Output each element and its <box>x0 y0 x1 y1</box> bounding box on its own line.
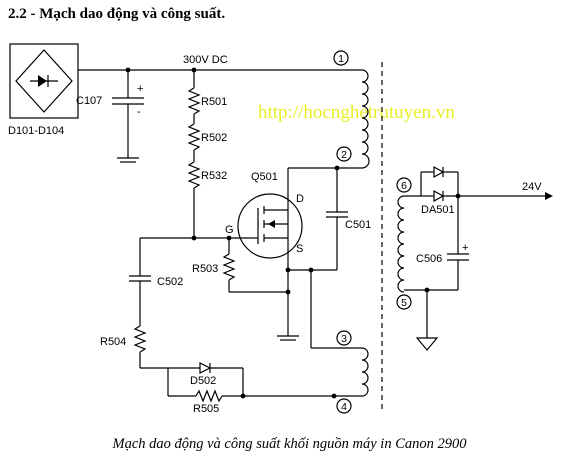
gate-label: G <box>225 224 234 236</box>
pin-4: 4 <box>336 398 352 414</box>
pin-3: 3 <box>336 330 352 346</box>
r505-resistor <box>195 389 223 403</box>
pin-1: 1 <box>333 50 349 66</box>
r502-label: R502 <box>201 132 227 144</box>
drain-label: D <box>296 193 304 205</box>
r501-label: R501 <box>201 96 227 108</box>
figure-caption: Mạch dao động và công suất khối nguồn má… <box>112 436 467 452</box>
bridge-label: D101-D104 <box>8 125 64 137</box>
auxiliary-winding <box>361 347 369 397</box>
svg-text:4: 4 <box>341 401 347 413</box>
c506-capacitor <box>447 196 469 290</box>
c502-label: C502 <box>157 276 183 288</box>
q501-label: Q501 <box>251 171 278 183</box>
r504-label: R504 <box>100 336 126 348</box>
svg-text:2: 2 <box>341 149 347 161</box>
r505-label: R505 <box>193 403 219 415</box>
c502-capacitor <box>129 238 151 326</box>
pin-5: 5 <box>396 294 412 310</box>
d502-diode <box>199 362 212 374</box>
svg-text:1: 1 <box>338 53 344 65</box>
pin-2: 2 <box>336 146 352 162</box>
da501-label: DA501 <box>421 204 455 216</box>
section-heading: 2.2 - Mạch dao động và công suất. <box>8 6 226 22</box>
r503-label: R503 <box>192 263 218 275</box>
da501-diode-upper <box>433 165 445 179</box>
q501-mosfet <box>237 168 303 292</box>
da501-diode-lower <box>433 189 445 203</box>
c506-plus: + <box>462 242 468 254</box>
bridge-rectifier <box>9 43 79 119</box>
r503-resistor <box>222 253 236 281</box>
c107-capacitor <box>112 70 144 163</box>
pin-6: 6 <box>396 177 412 193</box>
primary-winding <box>361 69 370 169</box>
ground-symbol-primary <box>277 335 299 341</box>
output-arrow <box>545 192 553 200</box>
svg-text:5: 5 <box>401 297 407 309</box>
r532-label: R532 <box>201 170 227 182</box>
c107-minus: - <box>137 106 141 118</box>
svg-text:3: 3 <box>341 333 347 345</box>
c506-label: C506 <box>416 253 442 265</box>
c107-plus: + <box>137 83 143 95</box>
c501-label: C501 <box>345 219 371 231</box>
watermark-text: http://hocnghetrutuyen.vn <box>258 102 455 123</box>
svg-text:6: 6 <box>401 180 407 192</box>
r501-resistor <box>187 87 201 115</box>
r532-resistor <box>187 161 201 189</box>
ground-symbol-secondary <box>415 337 439 351</box>
r502-resistor <box>187 123 201 151</box>
output-label: 24V <box>522 181 542 193</box>
c107-label: C107 <box>76 95 102 107</box>
source-label: S <box>296 243 303 255</box>
supply-label: 300V DC <box>183 54 228 66</box>
r504-resistor <box>133 325 147 353</box>
secondary-winding <box>397 195 405 293</box>
d502-label: D502 <box>190 375 216 387</box>
